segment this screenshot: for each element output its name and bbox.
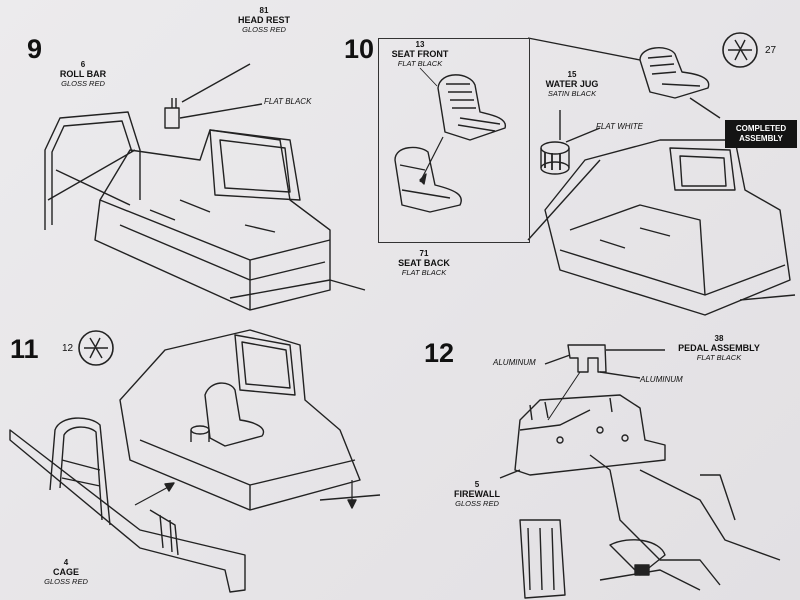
firewall-part-number: 5 — [474, 480, 480, 489]
cage-finish: GLOSS RED — [44, 576, 88, 586]
firewall-callout: 5 FIREWALL GLOSS RED — [446, 480, 508, 508]
pedal-assembly-drawing — [544, 344, 665, 421]
step-number-11: 11 — [10, 334, 39, 364]
cockpit-tub-10 — [544, 139, 796, 316]
seat-front-finish: FLAT BLACK — [397, 58, 443, 68]
water-jug-finish: SATIN BLACK — [547, 88, 597, 98]
head-rest-callout: 81 HEAD REST GLOSS RED — [228, 6, 300, 34]
cockpit-tub-9 — [94, 129, 366, 311]
firewall-name: FIREWALL — [454, 489, 500, 500]
seat-back-callout: 71 SEAT BACK FLAT BLACK — [392, 249, 456, 277]
cage-drawing — [9, 330, 246, 593]
aluminum-note-right: ALUMINUM — [640, 375, 683, 384]
roll-bar-finish: GLOSS RED — [61, 78, 105, 88]
head-rest-drawing — [164, 63, 263, 129]
firewall-drawing — [499, 394, 666, 479]
cage-name: CAGE — [52, 567, 79, 578]
pedal-assembly-name: PEDAL ASSEMBLY — [678, 343, 760, 354]
step10-reference-number: 27 — [765, 45, 777, 56]
seat-front-name: SEAT FRONT — [391, 49, 449, 60]
step-number-10: 10 — [344, 34, 375, 64]
roll-bar-drawing — [44, 111, 141, 230]
water-jug-part-number: 15 — [567, 70, 577, 79]
seat-front-callout: 13 SEAT FRONT FLAT BLACK — [384, 40, 456, 68]
completed-word: COMPLETED — [735, 124, 787, 134]
head-rest-part-number: 81 — [259, 6, 269, 15]
cockpit-tub-12 — [519, 454, 781, 599]
seat-detail-box — [378, 38, 530, 243]
water-jug-callout: 15 WATER JUG SATIN BLACK — [537, 70, 607, 98]
pedal-assembly-callout: 38 PEDAL ASSEMBLY FLAT BLACK — [664, 334, 774, 362]
head-rest-name: HEAD REST — [237, 15, 290, 26]
roll-bar-callout: 6 ROLL BAR GLOSS RED — [48, 60, 118, 88]
water-jug-drawing — [540, 110, 601, 175]
completed-seat-drawing — [527, 32, 758, 241]
pedal-assembly-part-number: 38 — [714, 334, 724, 343]
seat-diagram — [394, 67, 506, 213]
seat-back-finish: FLAT BLACK — [401, 267, 447, 277]
roll-bar-part-number: 6 — [80, 60, 86, 69]
step10-flat-white-note: FLAT WHITE — [596, 122, 643, 131]
step11-reference-number: 12 — [62, 343, 74, 354]
seat-back-part-number: 71 — [419, 249, 429, 258]
step9-flat-black-note: FLAT BLACK — [264, 97, 312, 106]
cage-part-number: 4 — [63, 558, 69, 567]
cage-callout: 4 CAGE GLOSS RED — [44, 558, 88, 586]
seat-back-name: SEAT BACK — [398, 258, 450, 269]
step-number-12: 12 — [424, 338, 455, 368]
aluminum-note-left: ALUMINUM — [493, 358, 536, 367]
pedal-assembly-finish: FLAT BLACK — [696, 352, 742, 362]
head-rest-finish: GLOSS RED — [242, 24, 286, 34]
assembly-word: ASSEMBLY — [739, 134, 783, 143]
roll-bar-name: ROLL BAR — [59, 69, 107, 80]
firewall-finish: GLOSS RED — [455, 498, 499, 508]
cockpit-tub-11 — [119, 329, 381, 511]
completed-assembly-badge: COMPLETED ASSEMBLY — [725, 120, 797, 148]
water-jug-name: WATER JUG — [545, 79, 599, 90]
step-number-9: 9 — [27, 34, 43, 64]
seat-front-part-number: 13 — [415, 40, 425, 49]
